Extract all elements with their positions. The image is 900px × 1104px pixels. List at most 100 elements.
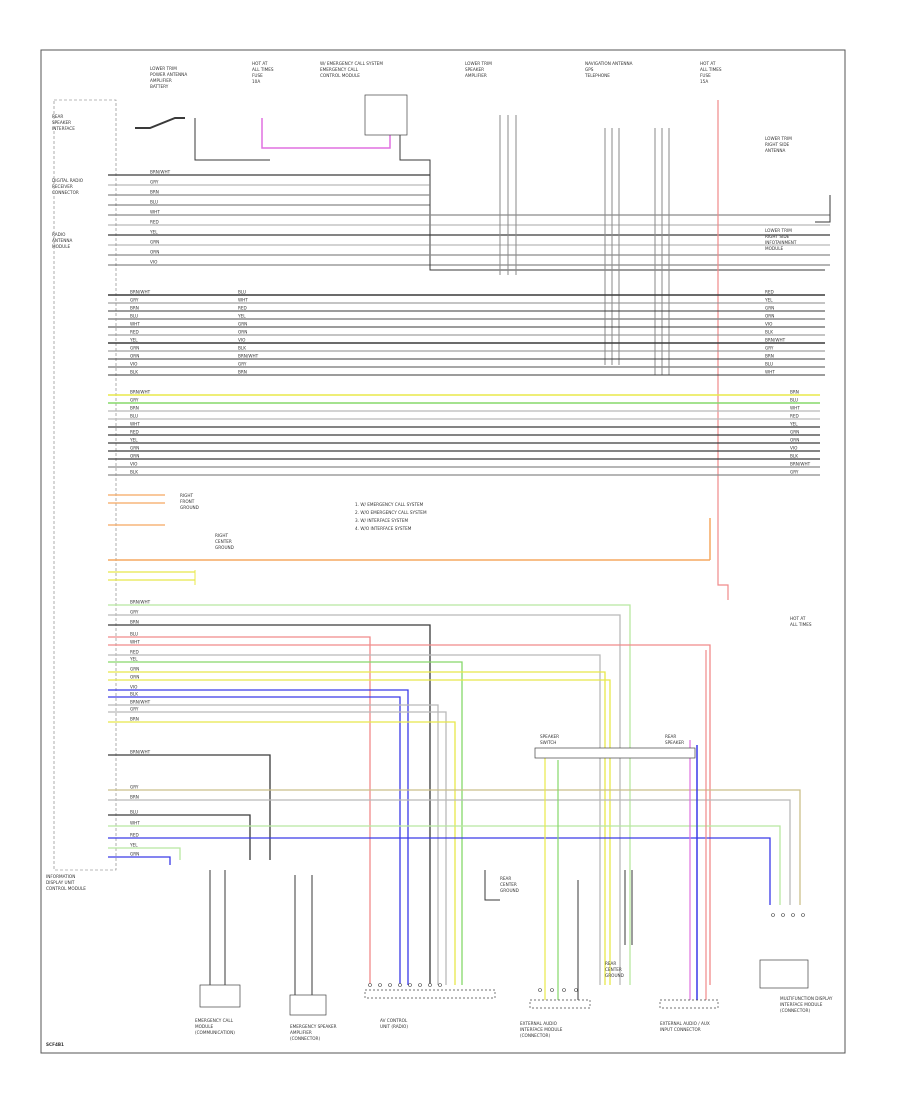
wire-label: YEL	[237, 314, 246, 319]
signal-wire	[108, 636, 371, 985]
connector-pin	[438, 983, 442, 987]
component-label: SPEAKER	[52, 120, 71, 125]
wire-label: GRY	[790, 470, 799, 475]
wire-label: BRN	[130, 717, 139, 722]
connector-pin	[791, 913, 795, 917]
connector-pin	[550, 988, 554, 992]
legend-note: 2. W/O EMERGENCY CALL SYSTEM	[355, 510, 427, 515]
connector-pin	[771, 913, 775, 917]
page-code: SCF4B1	[46, 1042, 64, 1047]
wire-label: BRN/WHT	[790, 462, 811, 467]
wire-label: GRN	[765, 306, 774, 311]
wire-label: BLU	[130, 414, 138, 419]
signal-wire	[108, 614, 621, 985]
wire-label: VIO	[130, 462, 138, 467]
wire-label: WHT	[765, 370, 775, 375]
connector-pin	[378, 983, 382, 987]
component-label: GROUND	[215, 545, 234, 550]
component-group	[199, 94, 809, 1016]
wire-label: RED	[130, 330, 139, 335]
component-label: EXTERNAL AUDIO	[520, 1021, 558, 1026]
component-label: ANTENNA	[765, 148, 785, 153]
wire-label: VIO	[790, 446, 798, 451]
wire-label: BRN/WHT	[150, 170, 171, 175]
wire-label: VIO	[130, 362, 138, 367]
component-label: (CONNECTOR)	[520, 1033, 550, 1038]
wire-label: BLU	[238, 290, 246, 295]
module-label-line: DISPLAY UNIT	[46, 880, 75, 885]
wire-label: BRN/WHT	[765, 338, 786, 343]
wire-label: RED	[765, 290, 774, 295]
component-label: GROUND	[500, 888, 519, 893]
component-label: EMERGENCY SPEAKER	[290, 1024, 337, 1029]
wire-label: GRY	[765, 346, 774, 351]
wire-label: YEL	[129, 338, 138, 343]
legend-note: 3. W/ INTERFACE SYSTEM	[355, 518, 408, 523]
wire	[194, 118, 270, 161]
wire-label: GRN	[130, 446, 139, 451]
component-label: LOWER TRIM	[765, 228, 792, 233]
component-label: 15A	[700, 79, 708, 84]
signal-wire	[108, 847, 181, 860]
signal-wire	[108, 825, 781, 905]
wire-label: VIO	[765, 322, 773, 327]
wire-group	[108, 100, 831, 1000]
connector-pin	[428, 983, 432, 987]
wire-label: BRN/WHT	[238, 354, 259, 359]
wire-label: WHT	[130, 821, 140, 826]
signal-wire	[108, 814, 251, 860]
component-label: W/ EMERGENCY CALL SYSTEM	[320, 61, 383, 66]
wire	[815, 195, 831, 223]
signal-wire	[108, 624, 431, 985]
wire	[484, 870, 500, 901]
component-label: GROUND	[605, 973, 624, 978]
wire-label: GRN	[238, 322, 247, 327]
wire-label: RED	[130, 650, 139, 655]
wire-label: GRY	[238, 362, 247, 367]
wire-label: WHT	[790, 406, 800, 411]
wire-label: GRN	[150, 240, 159, 245]
signal-wire	[108, 704, 439, 985]
connector-pin	[781, 913, 785, 917]
signal-wire	[108, 789, 801, 905]
wire-label: BLK	[765, 330, 773, 335]
component-label: UNIT (RADIO)	[380, 1024, 408, 1029]
wire-label: BLK	[130, 470, 138, 475]
module-label-line: INFORMATION	[46, 874, 75, 879]
connector-strip	[364, 989, 496, 999]
component-label: CONTROL MODULE	[320, 73, 360, 78]
wire-label: BLU	[765, 362, 773, 367]
signal-wire	[108, 644, 711, 985]
signal-wire	[108, 696, 401, 985]
component-label: INTERFACE MODULE	[520, 1027, 563, 1032]
signal-wire	[108, 721, 456, 985]
legend-note: 4. W/O INTERFACE SYSTEM	[355, 526, 412, 531]
wire-label: ORN	[130, 675, 139, 680]
diagram-frame	[40, 49, 846, 1054]
connector-pin	[398, 983, 402, 987]
component-label: RECEIVER	[52, 184, 73, 189]
component-label: REAR	[665, 734, 676, 739]
component-label: INTERFACE MODULE	[780, 1002, 823, 1007]
component-label: MODULE	[195, 1024, 214, 1029]
component-label: REAR	[605, 961, 616, 966]
component-label: ALL TIMES	[700, 67, 722, 72]
wire-label: GRY	[130, 707, 139, 712]
connector-pin	[574, 988, 578, 992]
component-label: AMPLIFIER	[150, 78, 172, 83]
component-label: EMERGENCY CALL	[195, 1018, 234, 1023]
connector-pin	[801, 913, 805, 917]
connector-strip	[529, 999, 591, 1009]
component-label: RIGHT SIDE	[765, 234, 790, 239]
wire-label: BRN/WHT	[130, 700, 151, 705]
component-label: MULTIFUNCTION DISPLAY	[780, 996, 833, 1001]
component-label: (CONNECTOR)	[780, 1008, 810, 1013]
component-label: TELEPHONE	[584, 73, 610, 78]
component-label: SPEAKER	[665, 740, 684, 745]
component-label: INFOTAINMENT	[765, 240, 797, 245]
module-box	[199, 984, 241, 1008]
connector-pin	[418, 983, 422, 987]
wire-label: BLK	[130, 692, 138, 697]
wire-label: BRN/WHT	[130, 390, 151, 395]
